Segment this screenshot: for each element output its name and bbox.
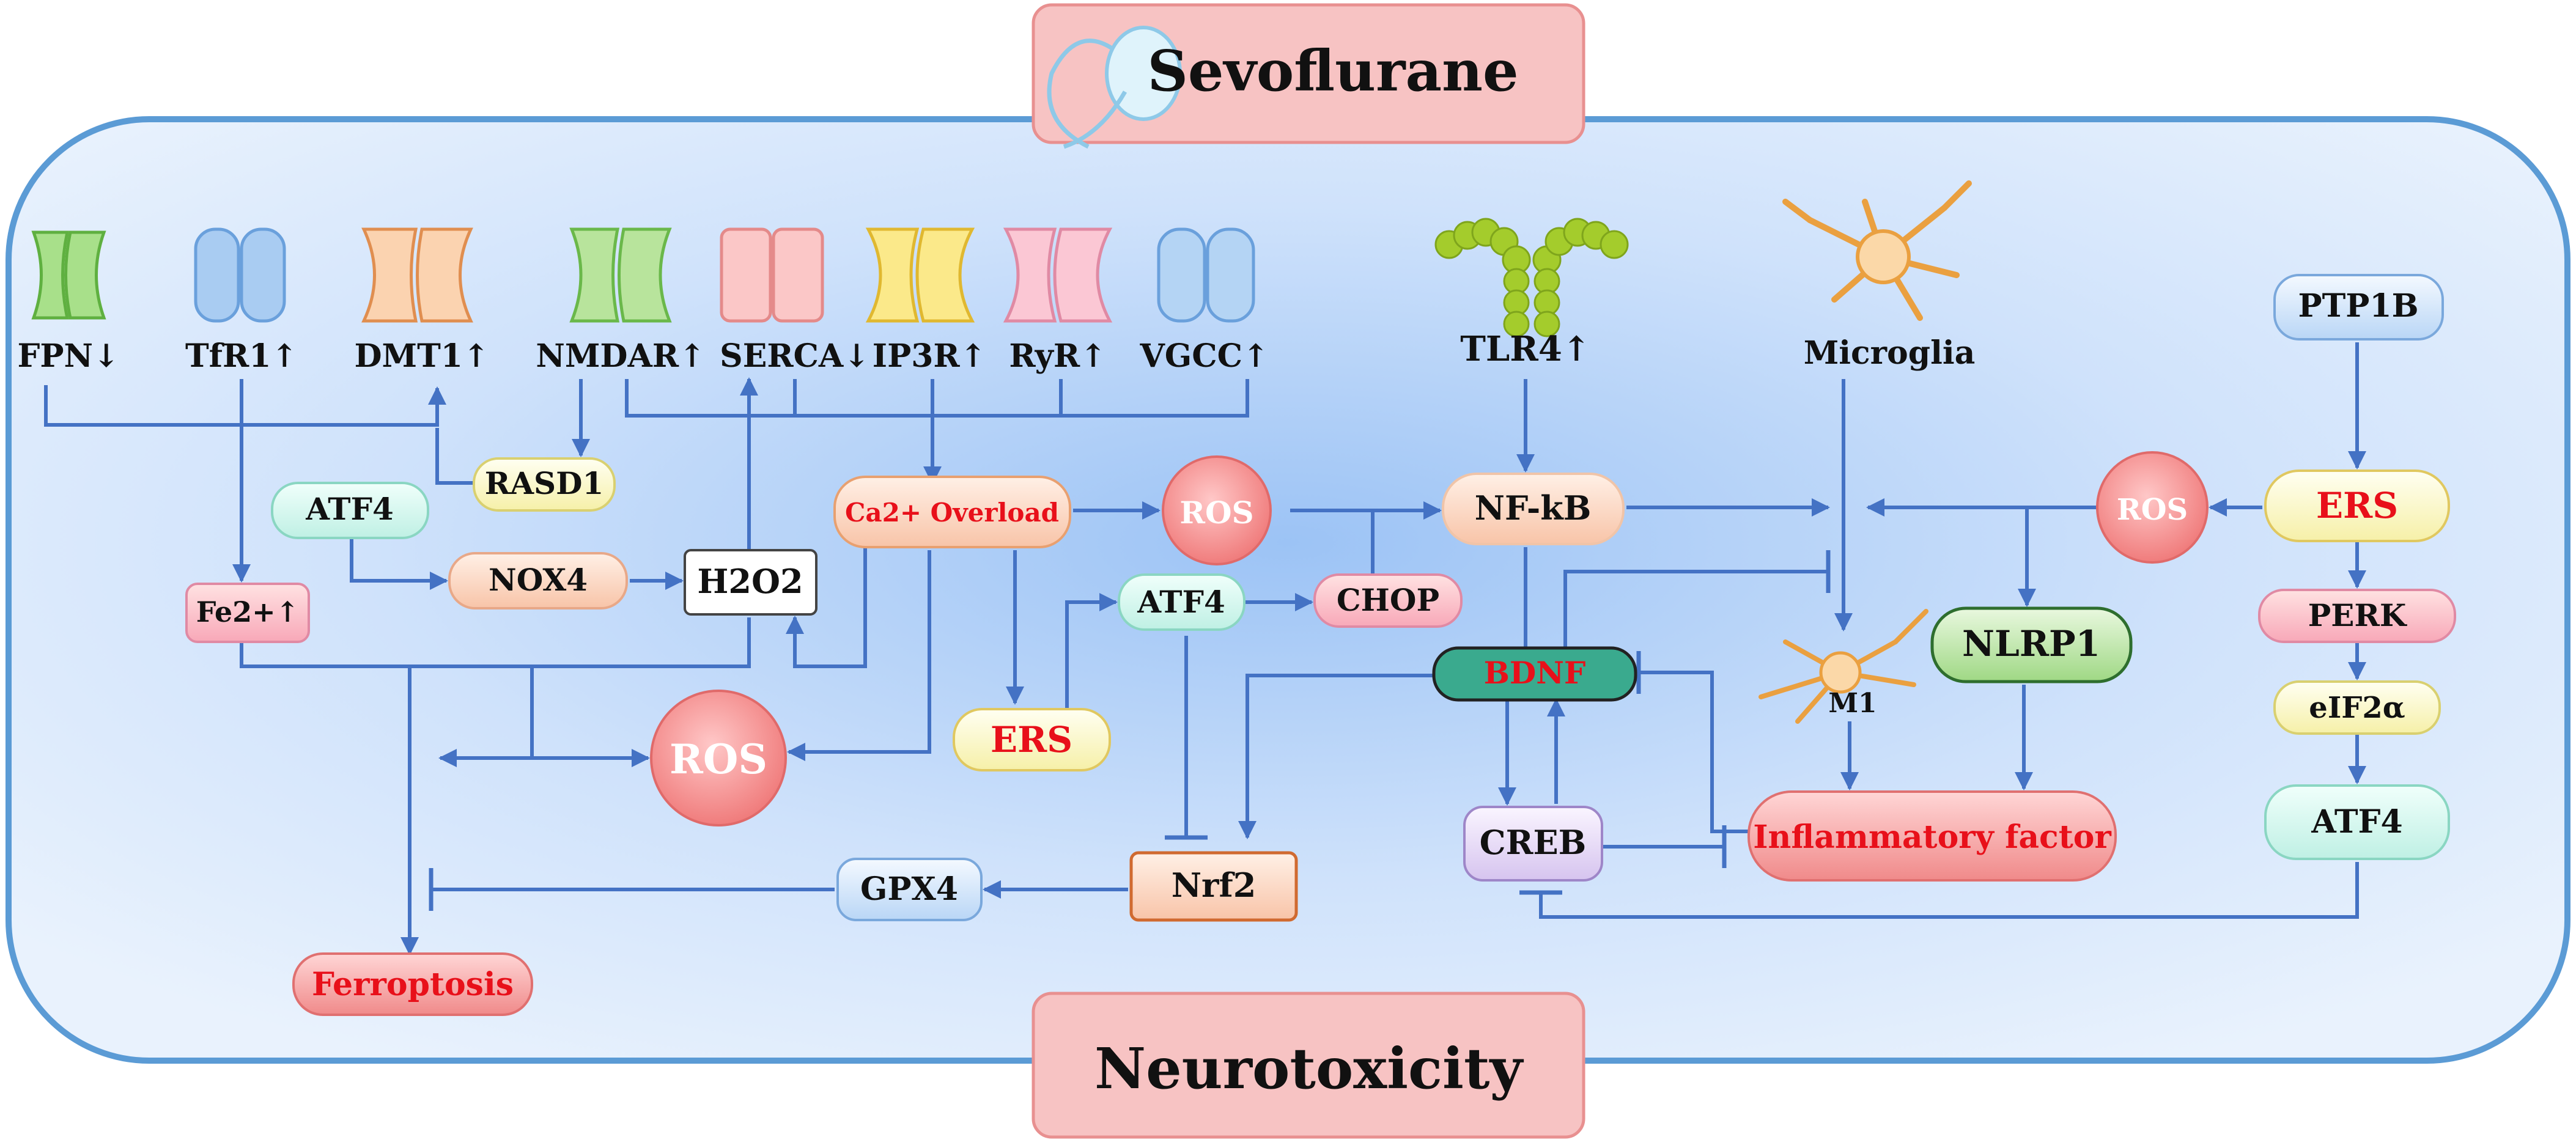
eif2a-label: eIF2α — [2309, 691, 2405, 725]
nlrp1-label: NLRP1 — [1962, 623, 2100, 665]
nox4-node: NOX4 — [448, 552, 628, 609]
eif2a-node: eIF2α — [2273, 680, 2441, 735]
ros-mid-node: ROS — [1162, 455, 1272, 565]
fe2-node: Fe2+↑ — [185, 583, 310, 643]
h2o2-node: H2O2 — [684, 549, 817, 616]
tfr1-label: TfR1↑ — [185, 337, 298, 375]
serca-label: SERCA↓ — [720, 337, 870, 375]
atf4-mid-node: ATF4 — [1118, 573, 1246, 631]
fe2-label: Fe2+↑ — [196, 595, 300, 628]
chop-node: CHOP — [1313, 573, 1463, 628]
nrf2-node: Nrf2 — [1129, 851, 1298, 922]
ca-overload-label: Ca2+ Overload — [845, 498, 1059, 528]
vgcc-label: VGCC↑ — [1139, 337, 1269, 375]
tfr1-channel-icon — [194, 227, 286, 323]
tlr4-receptor-icon — [1434, 218, 1629, 337]
creb-label: CREB — [1480, 823, 1587, 862]
ers-mid-node: ERS — [953, 708, 1111, 771]
perk-label: PERK — [2308, 597, 2407, 633]
inflammatory-factor-node: Inflammatory factor — [1747, 790, 2117, 882]
connectors — [44, 342, 2366, 955]
ferroptosis-label: Ferroptosis — [312, 966, 514, 1003]
rasd1-label: RASD1 — [485, 465, 604, 501]
microglia-icon — [1782, 180, 1972, 321]
microglia-label: Microglia — [1804, 334, 1976, 372]
bdnf-node: BDNF — [1432, 646, 1637, 702]
nfkb-label: NF-kB — [1475, 488, 1592, 528]
neurotoxicity-label: Neurotoxicity — [1094, 1036, 1524, 1102]
h2o2-label: H2O2 — [697, 562, 803, 601]
bdnf-label: BDNF — [1484, 655, 1586, 691]
ros-center-node: ROS — [650, 690, 787, 827]
chop-label: CHOP — [1337, 582, 1439, 618]
ferroptosis-node: Ferroptosis — [292, 952, 533, 1016]
ca-overload-node: Ca2+ Overload — [833, 476, 1071, 548]
dmt1-channel-icon — [361, 227, 473, 323]
nox4-label: NOX4 — [489, 562, 588, 598]
nrf2-label: Nrf2 — [1172, 866, 1257, 905]
atf4-mid-label: ATF4 — [1137, 584, 1225, 620]
inflammatory-factor-label: Inflammatory factor — [1753, 819, 2111, 856]
dmt1-label: DMT1↑ — [354, 337, 489, 375]
gpx4-label: GPX4 — [860, 871, 958, 908]
ros-right-label: ROS — [2117, 493, 2188, 527]
nlrp1-node: NLRP1 — [1930, 606, 2133, 683]
ryr-channel-icon — [1003, 227, 1113, 323]
sevoflurane-title-box: Sevoflurane — [1032, 3, 1585, 149]
m1-label: M1 — [1828, 688, 1877, 719]
ros-mid-label: ROS — [1179, 495, 1253, 531]
nfkb-node: NF-kB — [1442, 473, 1625, 545]
ers-mid-label: ERS — [991, 719, 1072, 760]
fpn-channel-icon — [31, 230, 106, 320]
gpx4-node: GPX4 — [836, 858, 983, 921]
perk-node: PERK — [2258, 589, 2456, 643]
fpn-label: FPN↓ — [17, 337, 119, 375]
ptp1b-node: PTP1B — [2273, 274, 2444, 341]
nmdar-label: NMDAR↑ — [536, 337, 705, 375]
anesthesia-mask-icon — [1047, 26, 1182, 149]
ip3r-label: IP3R↑ — [873, 337, 986, 375]
ros-right-node: ROS — [2096, 451, 2209, 564]
sevoflurane-label: Sevoflurane — [1147, 38, 1518, 104]
m1-microglia-icon — [1759, 609, 1928, 724]
vgcc-channel-icon — [1157, 227, 1255, 323]
ers-right-label: ERS — [2316, 485, 2398, 526]
atf4-right-node: ATF4 — [2264, 784, 2450, 860]
ros-center-label: ROS — [670, 735, 767, 783]
atf4-right-label: ATF4 — [2311, 803, 2402, 841]
atf4-left-node: ATF4 — [271, 482, 429, 539]
tlr4-label: TLR4↑ — [1460, 329, 1590, 369]
atf4-left-label: ATF4 — [305, 491, 394, 527]
neurotoxicity-title-box: Neurotoxicity — [1032, 992, 1585, 1139]
rasd1-node: RASD1 — [473, 457, 616, 512]
ip3r-channel-icon — [865, 227, 975, 323]
nmdar-channel-icon — [569, 227, 672, 323]
creb-node: CREB — [1463, 806, 1603, 882]
ers-right-node: ERS — [2264, 469, 2450, 542]
serca-channel-icon — [720, 227, 824, 323]
ryr-label: RyR↑ — [1009, 337, 1106, 375]
ptp1b-label: PTP1B — [2298, 287, 2418, 325]
